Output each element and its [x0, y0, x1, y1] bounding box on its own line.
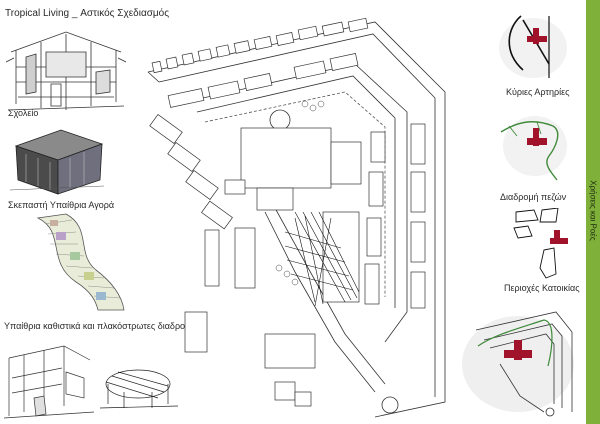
seating-label: Υπαίθρια καθιστικά και πλακόστρωτες διαδ…	[4, 321, 199, 331]
market-sketch	[9, 129, 105, 195]
side-strip-label-wrap: Χρήσεις και Ροές	[586, 120, 600, 300]
pavilion-sketch	[99, 369, 179, 409]
side-strip	[586, 0, 600, 424]
site-plan	[147, 17, 446, 418]
pedestrian-diagram	[500, 116, 567, 181]
combined-diagram	[462, 311, 574, 417]
side-strip-label: Χρήσεις και Ροές	[588, 179, 598, 241]
paved-path-sketch	[36, 213, 125, 311]
seating-perspective-sketch	[4, 345, 94, 419]
school-sketch	[6, 31, 126, 111]
pedestrian-label: Διαδρομή πεζών	[500, 192, 567, 202]
board-title: Tropical Living _ Αστικός Σχεδιασμός	[5, 8, 170, 19]
market-label: Σκεπαστή Υπαίθρια Αγορά	[8, 200, 115, 210]
arteries-diagram	[499, 15, 567, 78]
housing-label: Περιοχές Κατοικίας	[504, 283, 580, 293]
school-label: Σχολείο	[8, 108, 39, 118]
arteries-label: Κύριες Αρτηρίες	[506, 87, 570, 97]
housing-diagram	[513, 208, 568, 279]
